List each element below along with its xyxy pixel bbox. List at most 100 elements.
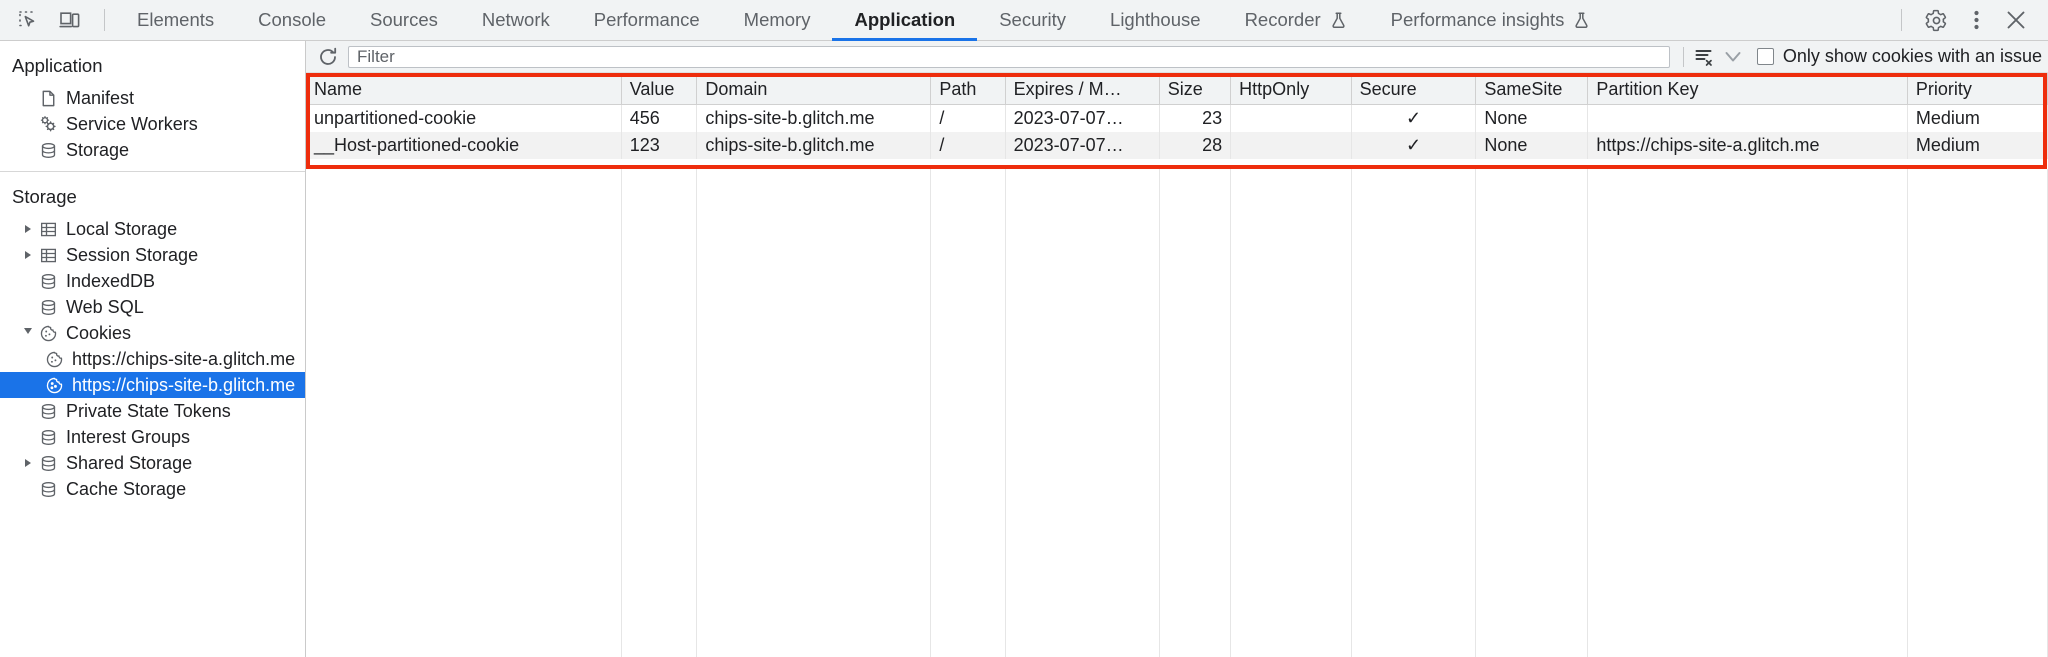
refresh-icon[interactable] <box>314 44 342 70</box>
devtools-tabbar: Elements Console Sources Network Perform… <box>0 0 2048 41</box>
column-header-secure[interactable]: Secure <box>1351 73 1477 105</box>
empty-cell <box>621 169 698 657</box>
cookies-table-container: Name Value Domain Path Expires / M… Size… <box>306 73 2048 657</box>
cell-value: 456 <box>621 104 698 132</box>
empty-cell <box>930 169 1006 657</box>
chevron-right-icon[interactable] <box>20 225 36 233</box>
devtools-body: Application Manifest <box>0 41 2048 657</box>
tab-label: Memory <box>743 9 811 30</box>
clear-filtered-cookies-icon[interactable] <box>1691 44 1719 70</box>
chevron-down-icon[interactable] <box>20 328 36 338</box>
sidebar-item-local-storage[interactable]: Local Storage <box>0 216 305 242</box>
column-header-size[interactable]: Size <box>1159 73 1232 105</box>
sidebar-section-application: Application Manifest <box>0 41 305 172</box>
gear-icon[interactable] <box>1916 5 1956 35</box>
inspect-element-icon[interactable] <box>10 5 46 35</box>
sidebar-item-manifest[interactable]: Manifest <box>0 85 305 111</box>
column-header-name[interactable]: Name <box>306 73 622 105</box>
panel-tabs: Elements Console Sources Network Perform… <box>115 0 1612 41</box>
sidebar-item-label: https://chips-site-b.glitch.me <box>72 374 296 395</box>
cell-expires: 2023-07-07… <box>1005 104 1160 132</box>
cookie-icon <box>42 350 66 369</box>
sidebar-item-service-workers[interactable]: Service Workers <box>0 111 305 137</box>
tab-label: Network <box>481 9 550 30</box>
sidebar-item-label: Interest Groups <box>66 426 191 447</box>
database-icon <box>36 141 60 160</box>
cookie-icon <box>36 324 60 343</box>
column-header-path[interactable]: Path <box>930 73 1006 105</box>
empty-cell <box>1351 169 1477 657</box>
table-grid-icon <box>36 246 60 265</box>
cell-priority: Medium <box>1907 131 2048 159</box>
device-toolbar-icon[interactable] <box>52 5 88 35</box>
chevron-right-icon[interactable] <box>20 251 36 259</box>
empty-cell <box>1159 169 1232 657</box>
table-row[interactable]: __Host-partitioned-cookie 123 chips-site… <box>306 131 2048 159</box>
tab-label: Performance insights <box>1390 9 1565 30</box>
experiment-flask-icon <box>1330 11 1347 29</box>
empty-cell <box>1475 169 1589 657</box>
tabbar-divider-right <box>1901 9 1902 31</box>
tab-application[interactable]: Application <box>832 0 977 41</box>
tab-lighthouse[interactable]: Lighthouse <box>1088 0 1223 41</box>
column-header-priority[interactable]: Priority <box>1907 73 2048 105</box>
column-header-expires[interactable]: Expires / M… <box>1005 73 1160 105</box>
tabbar-left-icons <box>0 5 115 35</box>
cell-httponly <box>1230 104 1352 132</box>
experiment-flask-icon <box>1573 11 1590 29</box>
sidebar-item-cache-storage[interactable]: Cache Storage <box>0 476 305 502</box>
sidebar-item-web-sql[interactable]: Web SQL <box>0 294 305 320</box>
sidebar-item-shared-storage[interactable]: Shared Storage <box>0 450 305 476</box>
column-header-httponly[interactable]: HttpOnly <box>1230 73 1352 105</box>
column-header-samesite[interactable]: SameSite <box>1475 73 1589 105</box>
close-icon[interactable] <box>1996 5 2036 35</box>
cell-secure: ✓ <box>1351 104 1477 132</box>
tab-sources[interactable]: Sources <box>348 0 460 41</box>
tab-elements[interactable]: Elements <box>115 0 236 41</box>
sidebar-item-label: Web SQL <box>66 296 144 317</box>
kebab-menu-icon[interactable] <box>1956 5 1996 35</box>
only-show-issues-checkbox[interactable]: Only show cookies with an issue <box>1756 46 2042 67</box>
service-workers-gear-icon <box>36 114 60 134</box>
tab-console[interactable]: Console <box>236 0 348 41</box>
sidebar-item-cookies-chips-site-b[interactable]: https://chips-site-b.glitch.me <box>0 372 305 398</box>
tab-recorder[interactable]: Recorder <box>1223 0 1369 41</box>
sidebar-item-storage[interactable]: Storage <box>0 137 305 163</box>
sidebar-item-label: Storage <box>66 139 130 160</box>
empty-cell <box>1907 169 2048 657</box>
search-input[interactable] <box>348 45 1670 68</box>
chevron-right-icon[interactable] <box>20 459 36 467</box>
sidebar-item-indexeddb[interactable]: IndexedDB <box>0 268 305 294</box>
tab-memory[interactable]: Memory <box>722 0 833 41</box>
database-icon <box>36 298 60 317</box>
empty-cell <box>1005 169 1160 657</box>
tab-label: Performance <box>593 9 700 30</box>
sidebar-item-session-storage[interactable]: Session Storage <box>0 242 305 268</box>
column-header-partition-key[interactable]: Partition Key <box>1587 73 1908 105</box>
checkbox-box[interactable] <box>1756 48 1774 65</box>
sidebar-item-private-state-tokens[interactable]: Private State Tokens <box>0 398 305 424</box>
table-empty-area <box>306 169 2048 657</box>
cell-httponly <box>1230 131 1352 159</box>
cell-partition-key <box>1587 104 1908 132</box>
tab-network[interactable]: Network <box>460 0 572 41</box>
clear-all-cookies-icon[interactable] <box>1719 44 1747 70</box>
tab-security[interactable]: Security <box>977 0 1088 41</box>
sidebar-item-cookies-chips-site-a[interactable]: https://chips-site-a.glitch.me <box>0 346 305 372</box>
sidebar-item-label: Shared Storage <box>66 452 193 473</box>
sidebar-item-interest-groups[interactable]: Interest Groups <box>0 424 305 450</box>
sidebar-item-label: Service Workers <box>66 113 198 134</box>
tab-performance[interactable]: Performance <box>572 0 722 41</box>
table-row[interactable]: unpartitioned-cookie 456 chips-site-b.gl… <box>306 104 2048 132</box>
sidebar-item-label: https://chips-site-a.glitch.me <box>72 348 296 369</box>
tabbar-divider <box>104 9 105 31</box>
column-header-value[interactable]: Value <box>621 73 698 105</box>
cell-priority: Medium <box>1907 104 2048 132</box>
tab-label: Lighthouse <box>1110 9 1201 30</box>
cookies-table-body: unpartitioned-cookie 456 chips-site-b.gl… <box>306 104 2048 159</box>
sidebar-item-cookies[interactable]: Cookies <box>0 320 305 346</box>
tab-performance-insights[interactable]: Performance insights <box>1369 0 1613 41</box>
sidebar-divider <box>0 171 305 172</box>
column-header-domain[interactable]: Domain <box>696 73 932 105</box>
